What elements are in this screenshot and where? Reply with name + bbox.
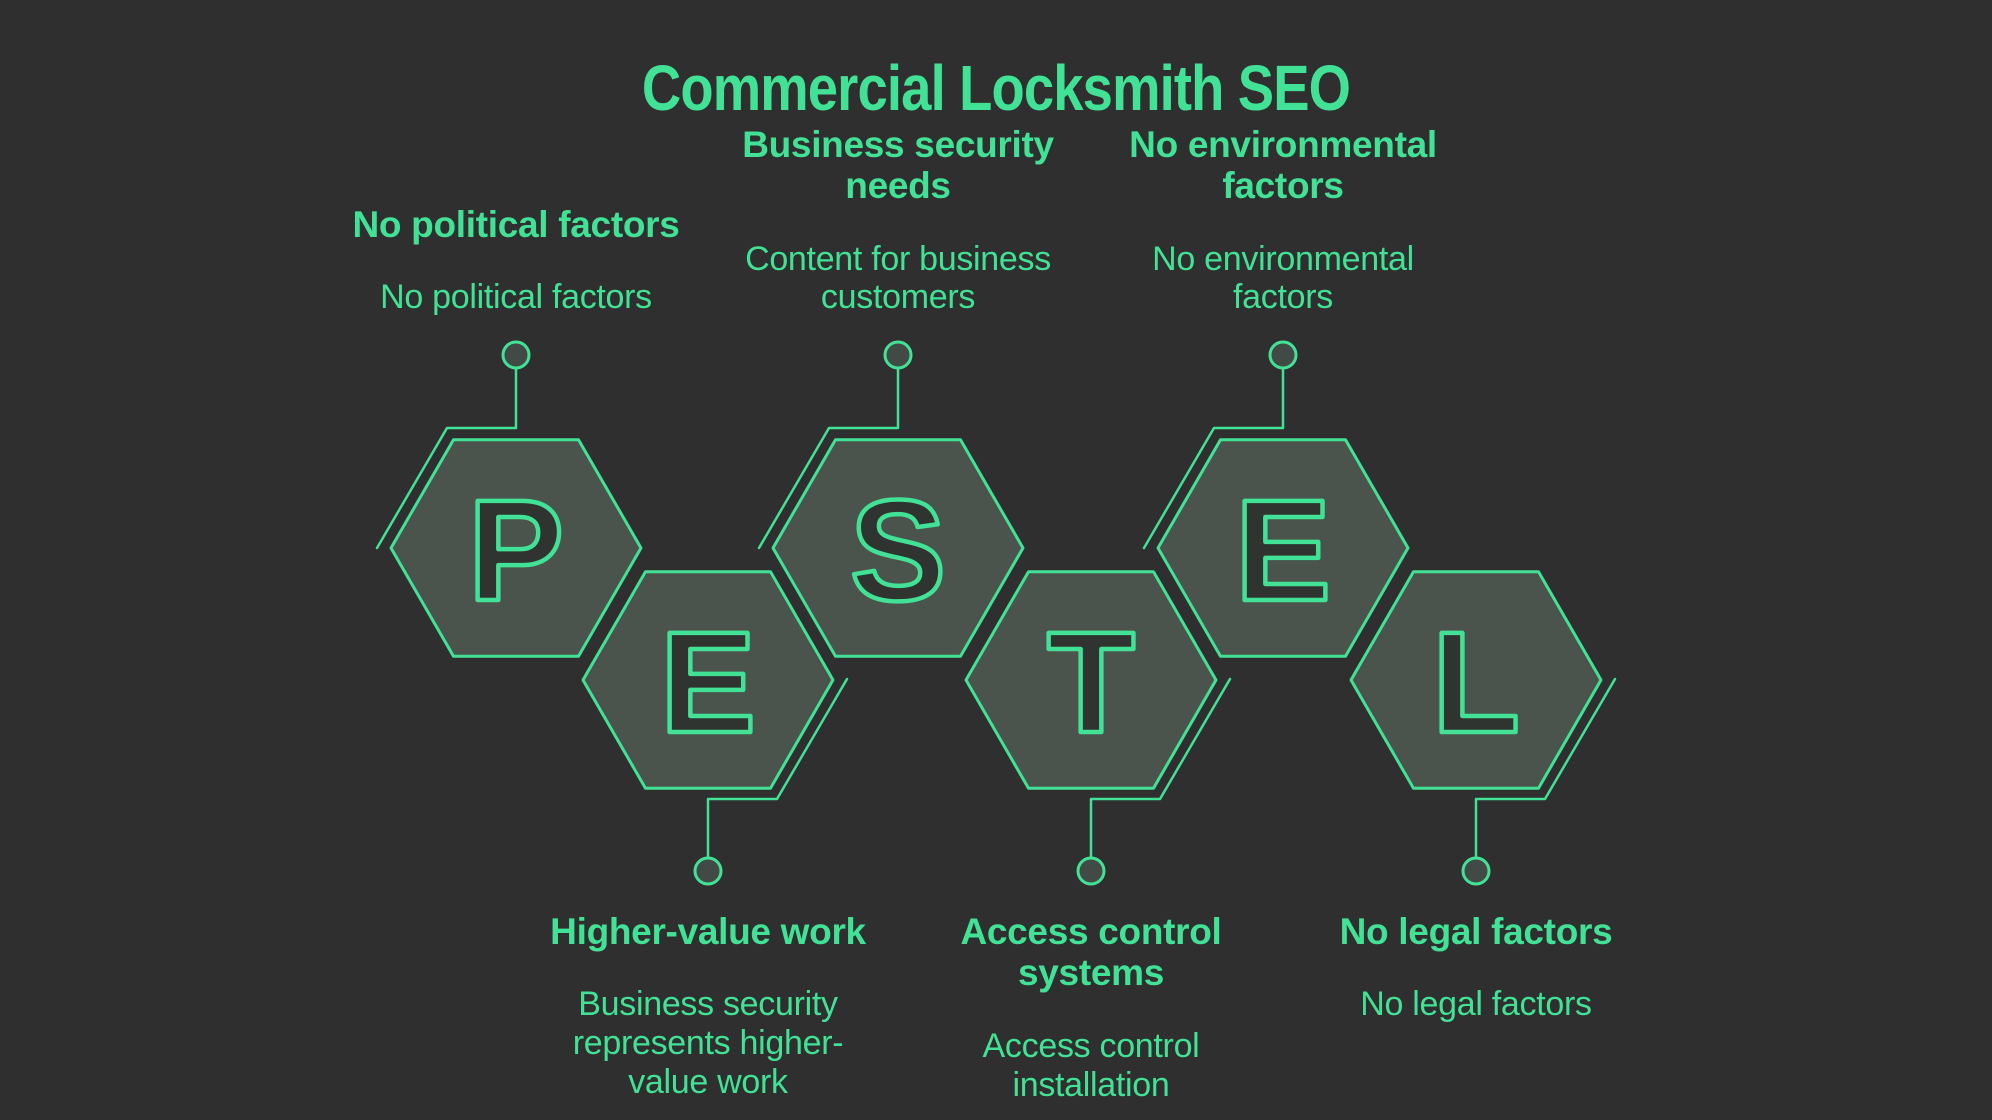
hexagon-group-legal: L	[1349, 570, 1617, 886]
label-legal-title: No legal factors	[1339, 911, 1613, 952]
connector-line-environmental	[1142, 366, 1285, 550]
label-social-desc: Content for business customers	[745, 239, 1051, 317]
hexagon-letter-s: S	[850, 470, 946, 631]
connector-node-social	[883, 340, 913, 370]
hexagon-environmental	[1156, 438, 1410, 658]
hexagon-technological	[964, 570, 1218, 790]
hexagon-letter-e2: E	[1235, 470, 1331, 631]
hexagon-group-social: S	[757, 340, 1025, 658]
label-political-desc: No political factors	[380, 278, 652, 317]
label-economic-desc: Business security represents higher- val…	[572, 985, 844, 1101]
label-social-title: Business security needs	[742, 123, 1054, 207]
label-technological: Access control systems Access control in…	[960, 893, 1221, 1120]
hexagon-letter-t: T	[1047, 602, 1135, 763]
label-social: Business security needs Content for busi…	[742, 106, 1054, 335]
hexagon-legal	[1349, 570, 1603, 790]
connector-line-social	[757, 366, 900, 550]
connector-line-economic	[706, 677, 849, 860]
connector-node-technological	[1076, 856, 1106, 886]
hexagon-letter-p: P	[468, 470, 564, 631]
hexagon-letter-e1: E	[660, 602, 756, 763]
label-legal: No legal factors No legal factors	[1340, 893, 1613, 1042]
page-title: Commercial Locksmith SEO	[641, 52, 1351, 124]
hexagon-group-economic: E	[581, 570, 849, 886]
hexagon-political	[389, 438, 643, 658]
label-economic: Higher-value work Business security repr…	[550, 893, 866, 1120]
label-environmental-title: No environmental factors	[1129, 123, 1437, 207]
label-political: No political factors No political factor…	[352, 186, 679, 335]
connector-line-technological	[1089, 677, 1232, 860]
label-economic-title: Higher-value work	[550, 911, 866, 952]
label-political-title: No political factors	[352, 203, 680, 245]
hexagon-group-environmental: E	[1142, 340, 1410, 658]
label-environmental: No environmental factors No environmenta…	[1129, 106, 1437, 335]
label-environmental-desc: No environmental factors	[1152, 239, 1414, 317]
connector-line-political	[375, 366, 518, 550]
hexagon-group-political: P	[375, 340, 643, 658]
hexagon-group-technological: T	[964, 570, 1232, 886]
label-technological-title: Access control systems	[960, 911, 1222, 994]
hexagon-social	[771, 438, 1025, 658]
connector-node-political	[501, 340, 531, 370]
connector-node-economic	[693, 856, 723, 886]
label-technological-desc: Access control installation	[982, 1026, 1200, 1104]
hexagon-letter-l: L	[1432, 602, 1520, 763]
connector-node-environmental	[1268, 340, 1298, 370]
connector-node-legal	[1461, 856, 1491, 886]
hexagon-economic	[581, 570, 835, 790]
connector-line-legal	[1474, 677, 1617, 860]
label-legal-desc: No legal factors	[1360, 985, 1592, 1024]
